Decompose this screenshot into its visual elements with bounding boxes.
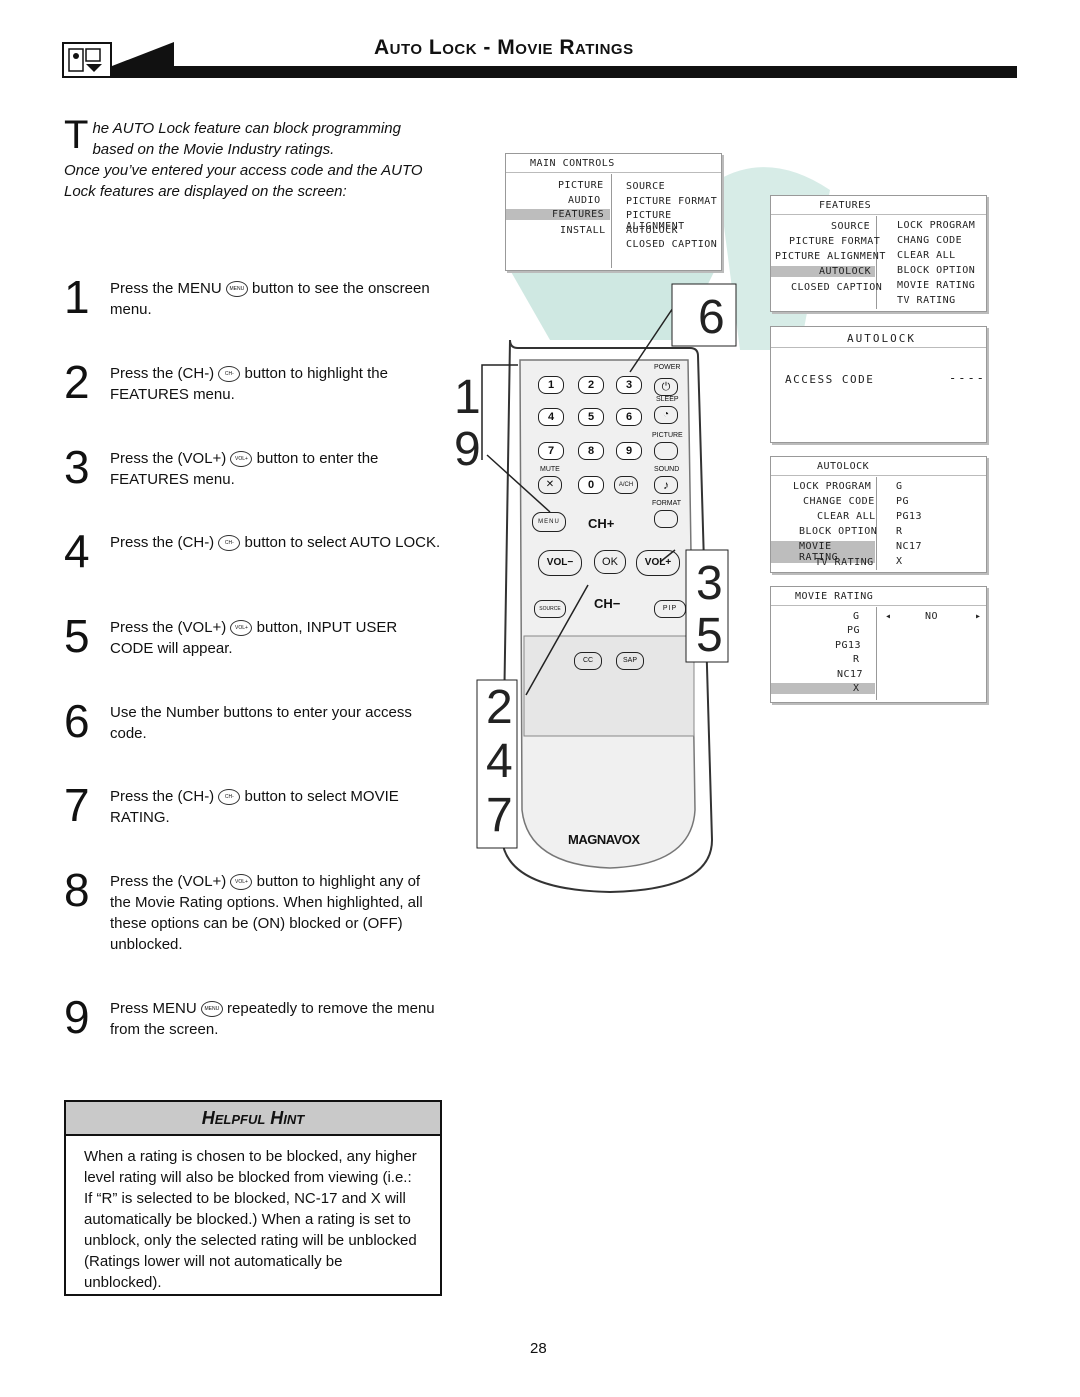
picture-button[interactable] bbox=[654, 442, 678, 460]
arrow-left-icon: ◂ bbox=[885, 611, 892, 622]
brand-logo: MAGNAVOX bbox=[568, 832, 640, 847]
number-key-2[interactable]: 2 bbox=[578, 376, 604, 394]
section-icon bbox=[62, 42, 112, 78]
menu-button-icon: MENU bbox=[200, 1001, 223, 1018]
power-button[interactable]: ⏻ bbox=[654, 378, 678, 396]
step-text: Press the (CH-) CH- button to select MOV… bbox=[110, 788, 399, 826]
hint-title: Helpful Hint bbox=[66, 1102, 440, 1136]
header-wedge bbox=[112, 42, 174, 66]
number-key-0[interactable]: 0 bbox=[578, 476, 604, 494]
vol-plus-button-icon: VOL+ bbox=[230, 874, 253, 891]
callout-4: 4 bbox=[486, 735, 513, 788]
number-key-8[interactable]: 8 bbox=[578, 442, 604, 460]
intro-line-2: based on the Movie Industry ratings. bbox=[92, 141, 335, 158]
callout-7: 7 bbox=[486, 789, 513, 842]
sound-label: SOUND bbox=[654, 466, 680, 473]
osd-title: MAIN CONTROLS bbox=[530, 158, 615, 169]
remote-body bbox=[476, 283, 737, 894]
arrow-right-icon: ▸ bbox=[975, 611, 982, 622]
mute-button[interactable]: ✕ bbox=[538, 476, 562, 494]
pip-button[interactable]: PIP bbox=[654, 600, 686, 618]
source-button[interactable]: SOURCE bbox=[534, 600, 566, 618]
ch-plus-button[interactable]: CH+ bbox=[588, 516, 615, 531]
step-number: 6 bbox=[64, 695, 90, 747]
step-number: 7 bbox=[64, 779, 90, 831]
step-text: Press the (CH-) CH- button to highlight … bbox=[110, 365, 388, 403]
number-key-5[interactable]: 5 bbox=[578, 408, 604, 426]
osd-features: FEATURES SOURCE PICTURE FORMAT PICTURE A… bbox=[770, 195, 987, 312]
vol-plus-button[interactable]: VOL+ bbox=[636, 550, 680, 576]
step-text: Press the (VOL+) VOL+ button, INPUT USER… bbox=[110, 619, 398, 657]
step-text: Press the (VOL+) VOL+ button to enter th… bbox=[110, 450, 379, 488]
dropcap: T bbox=[64, 113, 89, 157]
format-label: FORMAT bbox=[652, 500, 682, 507]
format-button[interactable] bbox=[654, 510, 678, 528]
osd-movie-rating: MOVIE RATING G PG PG13 R NC17 X ◂ NO ▸ bbox=[770, 586, 987, 703]
ach-button[interactable]: A/CH bbox=[614, 476, 638, 494]
vol-plus-button-icon: VOL+ bbox=[230, 451, 253, 468]
sap-button[interactable]: SAP bbox=[616, 652, 644, 670]
callout-1: 1 bbox=[454, 371, 481, 424]
intro-line-1: he AUTO Lock feature can block programmi… bbox=[92, 120, 401, 137]
step-number: 1 bbox=[64, 271, 90, 323]
ch-minus-button-icon: CH- bbox=[218, 366, 241, 383]
number-key-1[interactable]: 1 bbox=[538, 376, 564, 394]
step-number: 8 bbox=[64, 864, 90, 916]
ok-button[interactable]: OK bbox=[594, 550, 626, 574]
vol-minus-button[interactable]: VOL− bbox=[538, 550, 582, 576]
ch-minus-button-icon: CH- bbox=[218, 789, 241, 806]
step-number: 9 bbox=[64, 991, 90, 1043]
callout-2: 2 bbox=[486, 681, 513, 734]
number-key-4[interactable]: 4 bbox=[538, 408, 564, 426]
cc-button[interactable]: CC bbox=[574, 652, 602, 670]
sleep-label: SLEEP bbox=[656, 396, 679, 403]
osd-main-controls: MAIN CONTROLS PICTURE AUDIO FEATURES INS… bbox=[505, 153, 722, 271]
osd-access-code: AUTOLOCK ACCESS CODE ---- bbox=[770, 326, 987, 443]
hint-body: When a rating is chosen to be blocked, a… bbox=[84, 1148, 417, 1291]
ch-minus-button-icon: CH- bbox=[218, 535, 241, 552]
ch-minus-button[interactable]: CH− bbox=[594, 596, 621, 611]
page-title: Auto Lock - Movie Ratings bbox=[374, 36, 634, 59]
mute-label: MUTE bbox=[540, 466, 560, 473]
callout-3: 3 bbox=[696, 557, 723, 610]
step-number: 5 bbox=[64, 610, 90, 662]
number-key-9[interactable]: 9 bbox=[616, 442, 642, 460]
power-label: POWER bbox=[654, 364, 681, 371]
step-text: Press the (CH-) CH- button to select AUT… bbox=[110, 534, 441, 552]
number-key-3[interactable]: 3 bbox=[616, 376, 642, 394]
helpful-hint-box: Helpful Hint When a rating is chosen to … bbox=[64, 1100, 442, 1296]
step-text: Press the MENU MENU button to see the on… bbox=[110, 280, 430, 318]
header-bar bbox=[112, 66, 1017, 78]
picture-label: PICTURE bbox=[652, 432, 683, 439]
number-key-7[interactable]: 7 bbox=[538, 442, 564, 460]
callout-5: 5 bbox=[696, 609, 723, 662]
step-number: 2 bbox=[64, 356, 90, 408]
step-number: 3 bbox=[64, 441, 90, 493]
callout-6: 6 bbox=[698, 291, 725, 344]
step-number: 4 bbox=[64, 525, 90, 577]
step-text: Press the (VOL+) VOL+ button to highligh… bbox=[110, 873, 423, 953]
number-key-6[interactable]: 6 bbox=[616, 408, 642, 426]
intro-line-3: Once you’ve entered your access code and… bbox=[64, 162, 423, 200]
step-text: Press MENU MENU repeatedly to remove the… bbox=[110, 1000, 435, 1038]
page-number: 28 bbox=[530, 1340, 547, 1357]
step-text: Use the Number buttons to enter your acc… bbox=[110, 704, 412, 742]
sound-button[interactable]: ♪ bbox=[654, 476, 678, 494]
callout-9: 9 bbox=[454, 423, 481, 476]
menu-button-icon: MENU bbox=[225, 281, 248, 298]
intro-text: T he AUTO Lock feature can block program… bbox=[64, 113, 444, 202]
menu-button[interactable]: MENU bbox=[532, 512, 566, 532]
sleep-button[interactable]: ◔ bbox=[654, 406, 678, 424]
osd-autolock: AUTOLOCK LOCK PROGRAM CHANGE CODE CLEAR … bbox=[770, 456, 987, 573]
vol-plus-button-icon: VOL+ bbox=[230, 620, 253, 637]
